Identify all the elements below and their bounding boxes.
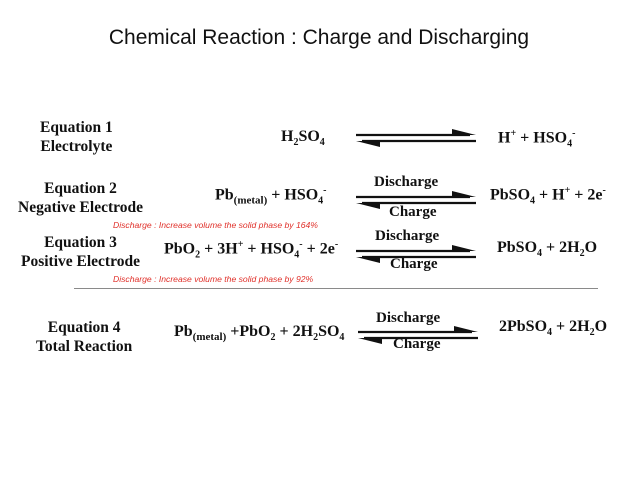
equation-3-products: PbSO4 + 2H2O	[497, 239, 598, 260]
equation-3-equilibrium-arrows	[356, 245, 476, 263]
equation-1-label: Equation 1 Electrolyte	[40, 118, 113, 156]
equation-4-products: 2PbSO4 + 2H2O	[499, 318, 608, 339]
equation-2-reactants: Pb(metal) + HSO4-	[215, 185, 327, 207]
equation-3-number: Equation 3	[44, 234, 117, 251]
equation-3-name: Positive Electrode	[21, 253, 140, 270]
equation-1-name: Electrolyte	[40, 138, 113, 155]
equation-2-products: PbSO4 + H+ + 2e-	[490, 185, 606, 207]
equation-1-number: Equation 1	[40, 119, 113, 136]
equation-4-name: Total Reaction	[36, 338, 133, 355]
equation-4-reactants: Pb(metal) +PbO2 + 2H2SO4	[174, 323, 345, 344]
equation-2-discharge-label: Discharge	[374, 174, 439, 190]
equation-3-discharge-label: Discharge	[375, 228, 440, 244]
equation-4-number: Equation 4	[47, 319, 121, 336]
equation-4-equilibrium-arrows	[358, 326, 478, 344]
equation-2-name: Negative Electrode	[18, 199, 143, 216]
section-divider	[74, 288, 598, 289]
equation-3-reactants: PbO2 + 3H+ + HSO4- + 2e-	[164, 239, 339, 261]
negative-electrode-volume-note: Discharge : Increase volume the solid ph…	[113, 220, 318, 230]
equation-3-label: Equation 3 Positive Electrode	[21, 233, 140, 271]
equation-2-label: Equation 2 Negative Electrode	[18, 179, 143, 217]
equation-1-products: H+ + HSO4-	[498, 128, 576, 150]
equation-1-reactants: H2SO4	[281, 128, 325, 149]
equation-2-number: Equation 2	[44, 180, 117, 197]
equation-1-equilibrium-arrows	[356, 129, 476, 147]
equation-4-discharge-label: Discharge	[376, 310, 441, 326]
positive-electrode-volume-note: Discharge : Increase volume the solid ph…	[113, 274, 314, 284]
equation-4-label: Equation 4 Total Reaction	[36, 318, 132, 356]
equation-4-charge-label: Charge	[393, 336, 441, 352]
equation-3-charge-label: Charge	[390, 256, 438, 272]
slide-title: Chemical Reaction : Charge and Dischargi…	[108, 26, 530, 49]
equation-2-charge-label: Charge	[389, 204, 437, 220]
equation-2-equilibrium-arrows	[356, 191, 476, 209]
